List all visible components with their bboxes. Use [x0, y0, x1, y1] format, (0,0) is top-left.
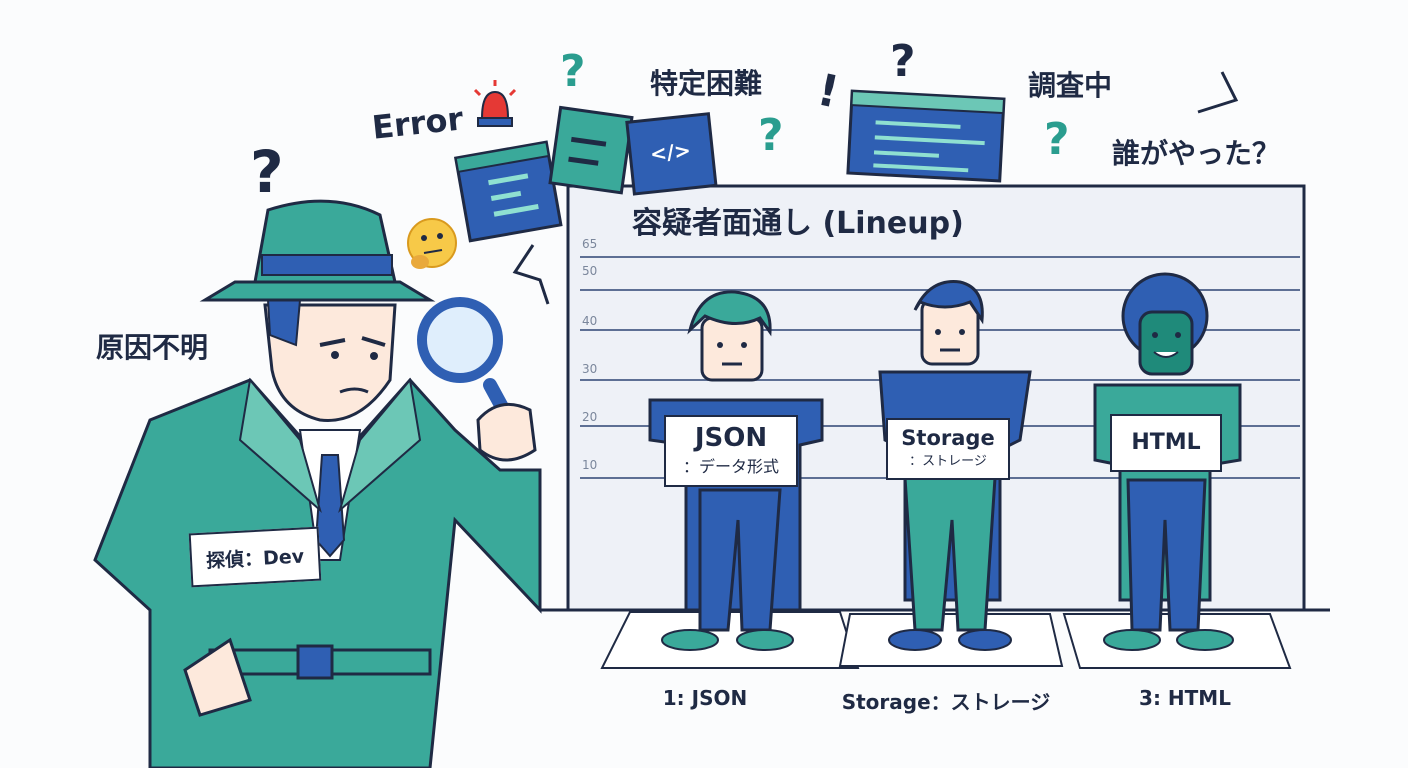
- sign-main-text: HTML: [1131, 430, 1201, 455]
- thinking-face-icon: [407, 218, 457, 269]
- height-mark: 20: [582, 410, 598, 424]
- code-tag-icon: </>: [648, 137, 692, 167]
- crack-mark: [512, 244, 550, 305]
- height-mark: 65: [582, 237, 598, 251]
- suspect-sign-json: JSON ：データ形式: [664, 415, 798, 487]
- suspect-sign-html: HTML: [1110, 414, 1222, 472]
- alarm-light-icon: [473, 80, 517, 127]
- question-mark-icon: ?: [250, 138, 284, 206]
- question-mark-icon: ?: [1044, 114, 1070, 165]
- question-mark-icon: ?: [758, 110, 784, 161]
- broken-code-windows: [453, 89, 1006, 243]
- genin-fumei-label: 原因不明: [96, 331, 209, 364]
- height-mark: 50: [582, 264, 598, 278]
- detective-character: [93, 199, 542, 768]
- height-mark: 40: [582, 314, 598, 328]
- suspect-sign-storage: Storage ：ストレージ: [886, 418, 1010, 480]
- lineup-board-title: 容疑者面通し (Lineup): [632, 206, 964, 241]
- suspect-caption-3: 3: HTML: [1139, 686, 1231, 710]
- floor-marks: [600, 611, 1292, 669]
- suspect-caption-2: Storage：ストレージ: [841, 690, 1051, 714]
- dare-ga-yatta-label: 誰がやった？: [1112, 137, 1281, 170]
- sign-main-text: JSON: [694, 423, 768, 453]
- detective-badge: 探偵：Dev: [188, 526, 322, 588]
- sign-main-text: Storage: [901, 426, 995, 450]
- question-mark-icon: ?: [890, 36, 916, 87]
- sign-sub-text: ：データ形式: [682, 457, 779, 476]
- suspect-caption-1: 1: JSON: [662, 686, 748, 710]
- crack-mark-right: [1197, 71, 1239, 114]
- chousachu-label: 調査中: [1028, 69, 1113, 102]
- tokutei-konnan-label: 特定困難: [650, 67, 763, 100]
- height-mark: 10: [582, 458, 598, 472]
- question-mark-icon: ?: [560, 46, 586, 97]
- height-mark: 30: [582, 362, 598, 376]
- sign-sub-text: ：ストレージ: [909, 454, 987, 469]
